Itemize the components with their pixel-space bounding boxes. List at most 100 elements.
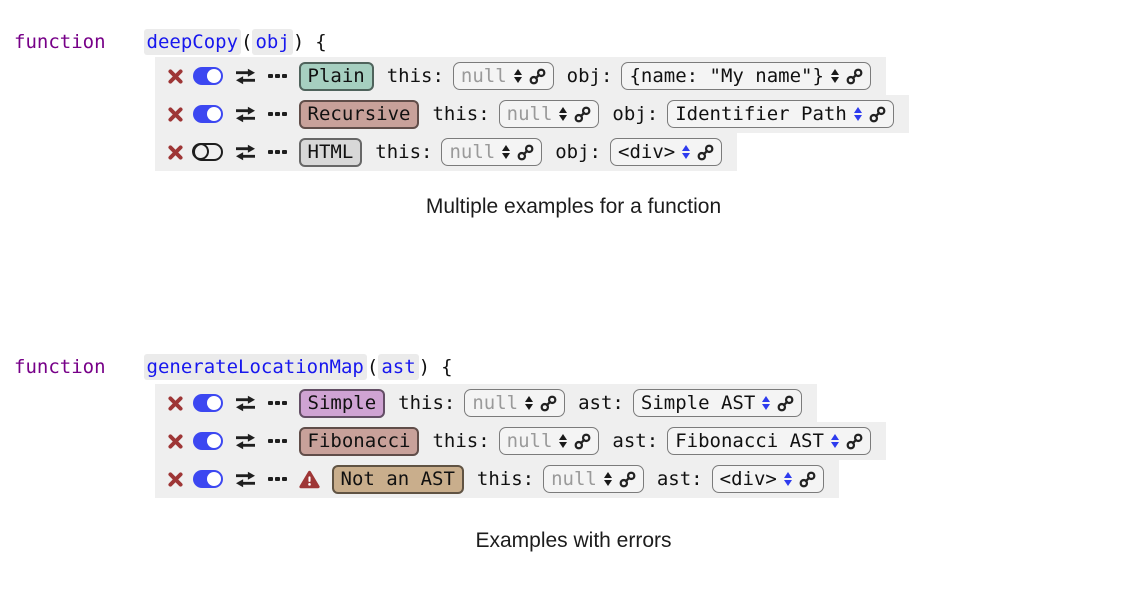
link-icon[interactable]: [517, 144, 534, 161]
swap-arrows-icon[interactable]: [233, 143, 258, 162]
up-down-stepper-icon[interactable]: [559, 106, 568, 122]
up-down-stepper-icon[interactable]: [762, 395, 771, 411]
link-icon[interactable]: [574, 106, 591, 123]
value-text: null: [551, 468, 597, 490]
open-brace-token: {: [315, 31, 327, 53]
delete-example-icon[interactable]: [167, 471, 184, 488]
arg-value-box[interactable]: Identifier Path: [667, 100, 894, 128]
link-icon[interactable]: [529, 68, 546, 85]
example-active-toggle[interactable]: [193, 105, 223, 123]
this-label: this:: [375, 141, 433, 163]
this-value-box[interactable]: null: [498, 427, 600, 455]
more-options-icon[interactable]: [268, 476, 287, 482]
link-icon[interactable]: [869, 106, 886, 123]
link-icon[interactable]: [799, 471, 816, 488]
example-name-badge[interactable]: Plain: [298, 61, 374, 91]
function-name-token[interactable]: deepCopy: [143, 29, 242, 55]
value-text: <div>: [618, 141, 676, 163]
value-text: <div>: [719, 468, 777, 490]
this-value-box[interactable]: null: [464, 389, 566, 417]
more-options-icon[interactable]: [268, 438, 287, 444]
toggle-knob: [207, 107, 221, 121]
link-icon[interactable]: [540, 395, 557, 412]
arg-label: obj:: [555, 141, 601, 163]
param-token[interactable]: obj: [252, 29, 293, 55]
delete-example-icon[interactable]: [167, 144, 184, 161]
this-label: this:: [432, 430, 490, 452]
this-value-box[interactable]: null: [452, 62, 554, 90]
arg-label: obj:: [566, 65, 613, 87]
up-down-stepper-icon[interactable]: [682, 144, 691, 160]
delete-example-icon[interactable]: [167, 395, 184, 412]
up-down-stepper-icon[interactable]: [525, 395, 534, 411]
arg-value-box[interactable]: Fibonacci AST: [667, 427, 871, 455]
example-row: HTML this: null obj: <div>: [155, 133, 738, 171]
delete-example-icon[interactable]: [167, 433, 184, 450]
up-down-stepper-icon[interactable]: [502, 144, 511, 160]
arg-value-box[interactable]: <div>: [711, 465, 824, 493]
arg-label: ast:: [656, 468, 703, 490]
example-row: Recursive this: null obj: Identifier Pat…: [155, 95, 909, 133]
link-icon[interactable]: [619, 471, 636, 488]
swap-arrows-icon[interactable]: [233, 67, 258, 86]
example-name-badge[interactable]: HTML: [298, 137, 363, 167]
example-name-badge[interactable]: Fibonacci: [298, 426, 420, 456]
toggle-knob: [192, 142, 209, 160]
value-text: Fibonacci AST: [675, 430, 824, 452]
example-active-toggle[interactable]: [193, 432, 223, 450]
examples-panel: Simple this: null ast: Simple AST Fibona…: [155, 384, 886, 498]
link-icon[interactable]: [574, 433, 591, 450]
example-name-badge[interactable]: Not an AST: [331, 464, 464, 494]
link-icon[interactable]: [777, 395, 794, 412]
up-down-stepper-icon[interactable]: [853, 106, 862, 122]
swap-arrows-icon[interactable]: [233, 105, 258, 124]
more-options-icon[interactable]: [268, 149, 287, 155]
warning-triangle-icon[interactable]: [299, 470, 320, 489]
more-options-icon[interactable]: [268, 111, 287, 117]
swap-arrows-icon[interactable]: [233, 432, 258, 451]
example-active-toggle[interactable]: [193, 67, 223, 85]
up-down-stepper-icon[interactable]: [830, 433, 839, 449]
up-down-stepper-icon[interactable]: [513, 68, 522, 84]
more-options-icon[interactable]: [268, 73, 287, 79]
example-active-toggle[interactable]: [193, 470, 223, 488]
function-name-token[interactable]: generateLocationMap: [143, 354, 367, 380]
value-text: null: [460, 65, 507, 87]
up-down-stepper-icon[interactable]: [559, 433, 568, 449]
toggle-knob: [207, 69, 221, 83]
up-down-stepper-icon[interactable]: [830, 68, 839, 84]
example-active-toggle[interactable]: [193, 394, 223, 412]
keyword-token: function: [14, 31, 106, 53]
swap-arrows-icon[interactable]: [233, 394, 258, 413]
arg-value-box[interactable]: Simple AST: [632, 389, 803, 417]
this-value-box[interactable]: null: [498, 100, 600, 128]
delete-example-icon[interactable]: [167, 106, 184, 123]
this-value-box[interactable]: null: [441, 138, 543, 166]
example-name-badge[interactable]: Recursive: [298, 99, 420, 129]
arg-label: ast:: [578, 392, 624, 414]
example-active-toggle[interactable]: [192, 142, 223, 161]
close-paren-token: ): [292, 31, 305, 53]
open-paren-token: (: [366, 356, 379, 378]
this-value-box[interactable]: null: [543, 465, 644, 493]
close-paren-token: ): [418, 356, 431, 378]
link-icon[interactable]: [697, 144, 714, 161]
this-label: this:: [386, 65, 444, 87]
up-down-stepper-icon[interactable]: [603, 471, 612, 487]
arg-value-box[interactable]: <div>: [610, 138, 723, 166]
param-token[interactable]: ast: [378, 354, 419, 380]
arg-value-box[interactable]: {name: "My name"}: [621, 62, 871, 90]
more-options-icon[interactable]: [268, 400, 287, 406]
delete-example-icon[interactable]: [167, 68, 184, 85]
link-icon[interactable]: [846, 68, 863, 85]
swap-arrows-icon[interactable]: [233, 470, 258, 489]
example-name-badge[interactable]: Simple: [298, 388, 386, 418]
keyword-token: function: [14, 356, 106, 378]
link-icon[interactable]: [846, 433, 863, 450]
figure-caption: Multiple examples for a function: [425, 195, 722, 218]
toggle-knob: [207, 434, 221, 448]
up-down-stepper-icon[interactable]: [783, 471, 792, 487]
